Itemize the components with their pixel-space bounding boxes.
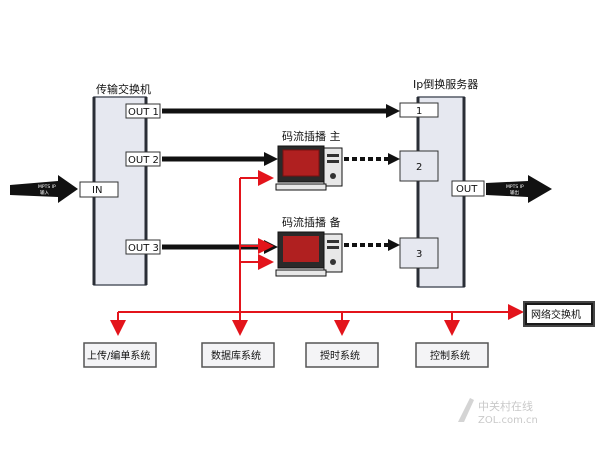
port-out3 (125, 239, 161, 255)
database-system-label: 数据库系统 (211, 349, 261, 362)
encoder-main: 码流插播 主 (275, 129, 343, 191)
encoder-backup: 码流插播 备 (275, 215, 343, 277)
input-arrow-label-1: MPTS IP (38, 184, 56, 190)
port-in (79, 181, 119, 198)
transmission-switch-title: 传输交换机 (96, 82, 151, 96)
server-port-1-label: 1 (416, 106, 422, 117)
port-out3-label: OUT 3 (128, 243, 159, 254)
port-out1-label: OUT 1 (128, 107, 159, 118)
network-switch-label: 网络交换机 (531, 308, 581, 321)
upload-system-box (83, 342, 157, 368)
upload-system-label: 上传/编单系统 (87, 349, 150, 362)
output-arrow-label-2: 输出 (510, 189, 519, 196)
timing-system-label: 授时系统 (320, 349, 360, 362)
system-boxes: 上传/编单系统 数据库系统 授时系统 控制系统 (83, 342, 489, 368)
control-network (110, 170, 524, 336)
arrowhead (264, 152, 278, 166)
network-switch-inner (527, 305, 591, 323)
output-arrow-shape (486, 175, 552, 203)
zol-watermark: 中关村在线 ZOL.com.cn (458, 398, 538, 426)
watermark-line-2: ZOL.com.cn (478, 415, 538, 426)
network-switch: 网络交换机 (523, 301, 595, 327)
server-port-1 (399, 102, 439, 118)
server-port-out-label: OUT (456, 184, 478, 195)
server-port-3 (399, 237, 439, 269)
watermark-line-1: 中关村在线 (478, 399, 533, 413)
input-arrow: MPTS IP 输入 (10, 175, 78, 203)
server-port-2 (399, 150, 439, 182)
watermark-logo-mark (458, 398, 474, 422)
output-arrow: MPTS IP 输出 (486, 175, 552, 203)
ip-switch-server: Ip倒换服务器 1 2 3 OUT (399, 77, 485, 288)
server-port-out (451, 180, 485, 197)
transmission-switch: 传输交换机 OUT 1 OUT 2 OUT 3 IN (79, 82, 161, 286)
output-arrow-label-1: MPTS IP (506, 184, 524, 190)
arrowhead (386, 104, 400, 118)
server-port-3-label: 3 (416, 249, 422, 260)
encoder-main-label: 码流插播 主 (282, 129, 341, 143)
port-out2-label: OUT 2 (128, 155, 159, 166)
computer-icon (275, 231, 343, 277)
input-arrow-label-2: 输入 (40, 189, 49, 196)
server-port-2-label: 2 (416, 162, 422, 173)
encoder-backup-label: 码流插播 备 (282, 215, 341, 229)
control-system-box (415, 342, 489, 368)
timing-system-box (305, 342, 379, 368)
arrowhead (388, 153, 400, 165)
port-in-label: IN (92, 185, 102, 196)
port-out2 (125, 151, 161, 167)
ip-switch-server-title: Ip倒换服务器 (413, 77, 478, 91)
computer-icon (275, 145, 343, 191)
input-arrow-shape (10, 175, 78, 203)
database-system-box (201, 342, 275, 368)
arrowhead (388, 239, 400, 251)
port-out1 (125, 103, 161, 119)
control-system-label: 控制系统 (430, 349, 470, 362)
